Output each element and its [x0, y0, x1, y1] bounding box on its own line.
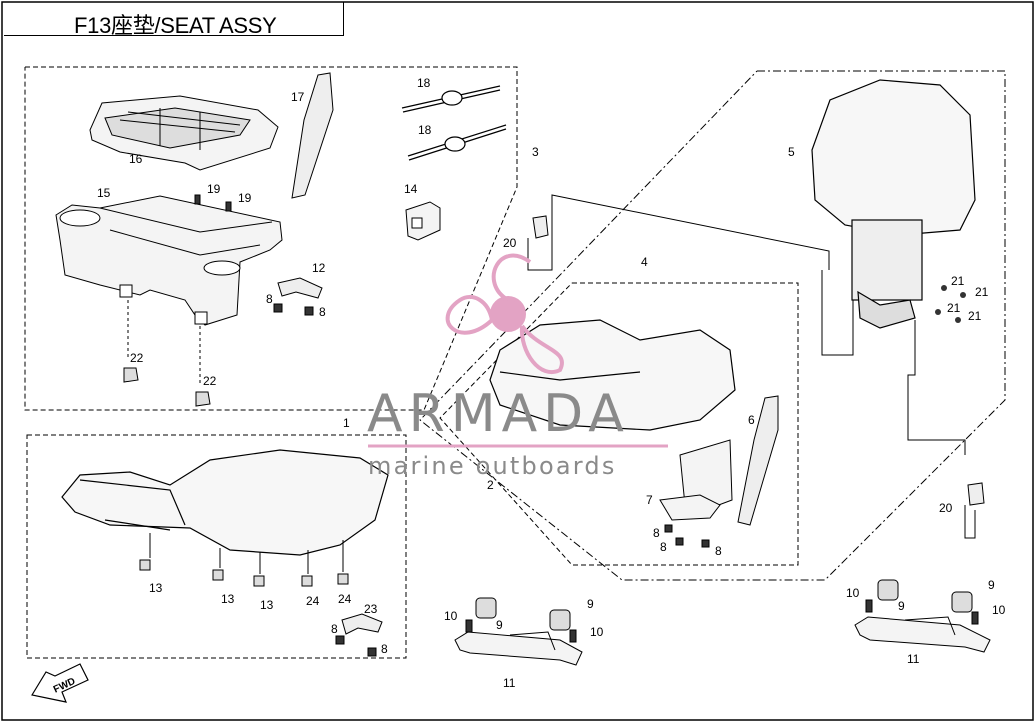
part-5-backrest: [811, 79, 976, 329]
callout-5: 5: [788, 145, 795, 159]
callout-23: 23: [364, 602, 378, 616]
pin-path-leader: [527, 194, 976, 539]
callout-7: 7: [646, 493, 653, 507]
callout-18: 18: [418, 123, 432, 137]
callout-9: 9: [587, 597, 594, 611]
part-15-storage-box: [55, 195, 283, 326]
callout-4: 4: [641, 255, 648, 269]
callout-3: 3: [532, 145, 539, 159]
callout-22: 22: [130, 351, 144, 365]
callout-16: 16: [129, 152, 143, 166]
callout-8: 8: [653, 526, 660, 540]
callout-8: 8: [266, 292, 273, 306]
callout-15: 15: [97, 186, 111, 200]
part-6-strap: [737, 395, 779, 526]
callout-8: 8: [381, 642, 388, 656]
watermark-tagline: marine outboards: [368, 452, 617, 480]
backrest-mount-leader: [821, 270, 966, 455]
callout-8: 8: [660, 540, 667, 554]
callout-21: 21: [951, 274, 965, 288]
callout-17: 17: [291, 90, 305, 104]
callout-12: 12: [312, 261, 326, 275]
callout-11: 11: [907, 652, 920, 666]
callout-8: 8: [319, 305, 326, 319]
armada-logo-icon: [445, 253, 564, 374]
part-18-cable-tie: [401, 85, 507, 161]
part-1-seat: [61, 449, 389, 556]
part-11-frame-left: [454, 597, 583, 666]
callout-22: 22: [203, 374, 217, 388]
callout-20: 20: [503, 236, 517, 250]
callout-20: 20: [939, 501, 953, 515]
part-23-bracket: [335, 613, 383, 657]
callout-21: 21: [947, 301, 961, 315]
part-12-bracket: [273, 277, 323, 316]
callout-14: 14: [404, 182, 418, 196]
callout-19: 19: [238, 191, 252, 205]
callout-24: 24: [338, 592, 352, 606]
callout-9: 9: [496, 618, 503, 632]
part-7-bracket: [659, 439, 733, 521]
callout-13: 13: [221, 592, 235, 606]
callout-10: 10: [846, 586, 860, 600]
part-19-screw: [194, 194, 232, 212]
part-14-buckle: [405, 201, 441, 241]
callout-21: 21: [975, 285, 989, 299]
callout-9: 9: [988, 578, 995, 592]
callout-21: 21: [968, 309, 982, 323]
callout-10: 10: [992, 603, 1006, 617]
group-box-seat-4: [439, 282, 799, 566]
page-title: F13座垫/SEAT ASSY: [74, 13, 277, 38]
callout-2: 2: [487, 478, 494, 492]
callout-10: 10: [590, 625, 604, 639]
callout-13: 13: [149, 581, 163, 595]
callout-10: 10: [444, 609, 458, 623]
part-13-grommet: [139, 559, 265, 587]
callout-6: 6: [748, 413, 755, 427]
callout-13: 13: [260, 598, 274, 612]
part-22-clip: [123, 367, 211, 407]
part-24-clip: [301, 573, 349, 587]
part-17-strap: [291, 72, 334, 199]
group-box-backrest: [419, 70, 1006, 581]
callout-9: 9: [898, 599, 905, 613]
part-21-screw: [935, 285, 966, 323]
callout-11: 11: [503, 676, 516, 690]
group-box-seat-1: [26, 434, 407, 659]
forward-arrow-icon: [31, 663, 89, 703]
callout-8: 8: [715, 544, 722, 558]
title-box: F13座垫/SEAT ASSY: [4, 2, 344, 38]
part-20-pin: [532, 215, 985, 506]
callout-19: 19: [207, 182, 221, 196]
callout-1: 1: [343, 416, 350, 430]
callout-24: 24: [306, 594, 320, 608]
watermark-brand: ARMADA: [367, 384, 630, 444]
callout-18: 18: [417, 76, 431, 90]
part-8-screw: [664, 524, 710, 548]
callout-8: 8: [331, 622, 338, 636]
part-16-rack: [89, 95, 279, 171]
part-11-frame-right: [854, 579, 991, 653]
